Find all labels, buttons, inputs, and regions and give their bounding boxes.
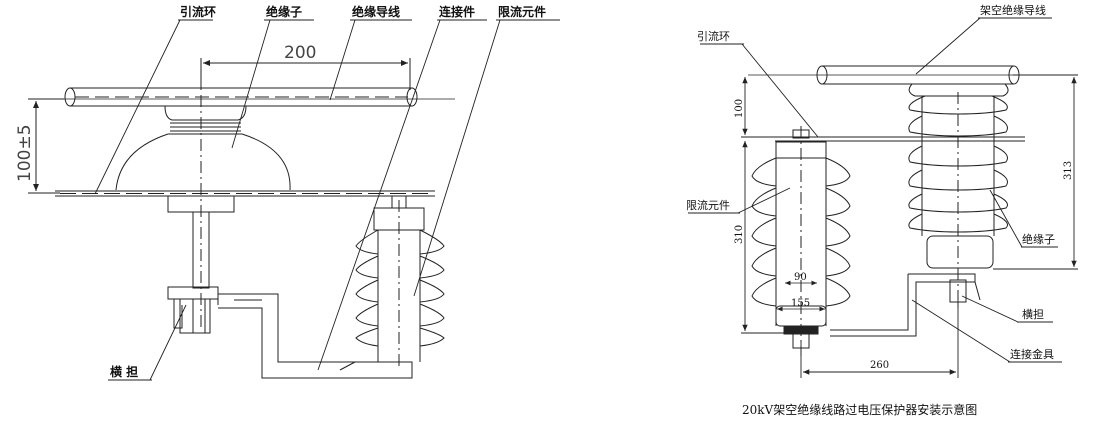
left-arrester [355,195,445,370]
dim-310-text: 310 [734,225,745,244]
label-yinliuhuan-left: 引流环 [180,4,216,19]
label-hengdan-left: 横 担 [110,364,138,379]
left-dim-100 [28,98,64,194]
label-xianliu-yuanjian-left: 限流元件 [498,4,546,19]
dim-155-text: 155 [791,298,810,309]
label-yinliuhuan-right: 引流环 [697,29,730,43]
left-diagram [28,19,560,381]
left-insulator [115,105,291,191]
diagram-caption: 20kV架空绝缘线路过电压保护器安装示意图 [742,402,977,417]
dim-90-text: 90 [794,272,807,283]
right-drainage-ring [775,136,1025,142]
left-connector [218,293,413,379]
left-cross-arm [167,286,219,334]
right-dim-310 [741,141,790,334]
label-jueyuanzi-right: 绝缘子 [1022,232,1055,246]
right-diagram-labels: 架空绝缘导线 引流环 限流元件 绝缘子 横担 连接金具 100 310 313 … [686,3,1074,417]
left-lower-rail [55,190,435,197]
dim-200-text: 200 [284,43,316,63]
left-diagram-labels: 引流环 绝缘子 绝缘导线 连接件 限流元件 横 担 200 100±5 [15,4,546,379]
left-pin [167,95,235,330]
label-jiakong-jueyuan-daoxian: 架空绝缘导线 [980,3,1046,17]
label-jueyuanzi-left: 绝缘子 [266,4,302,19]
label-lianjie-jinju: 连接金具 [1010,347,1054,361]
label-hengdan-right: 横担 [1022,307,1044,321]
left-insulated-wire [30,87,455,107]
dim-260-text: 260 [870,360,889,371]
label-xianliu-yuanjian-right: 限流元件 [686,198,730,212]
right-dim-90-155 [777,280,825,312]
right-arrester [751,126,851,356]
dim-100-5-text: 100±5 [15,124,35,182]
left-dim-200 [200,58,411,90]
right-dim-100 [741,77,790,138]
label-jueyuan-daoxian-left: 绝缘导线 [352,4,400,19]
dim-313-text: 313 [1063,161,1074,180]
left-leaders [94,19,560,381]
dim-100-right-text: 100 [734,99,745,118]
right-dim-260 [800,300,959,378]
label-lianjiejian-left: 连接件 [439,4,475,19]
right-dim-313 [993,74,1078,270]
right-leaders [688,17,1062,363]
right-hardware [830,273,981,337]
right-diagram [688,17,1078,378]
right-insulator [908,83,1009,300]
